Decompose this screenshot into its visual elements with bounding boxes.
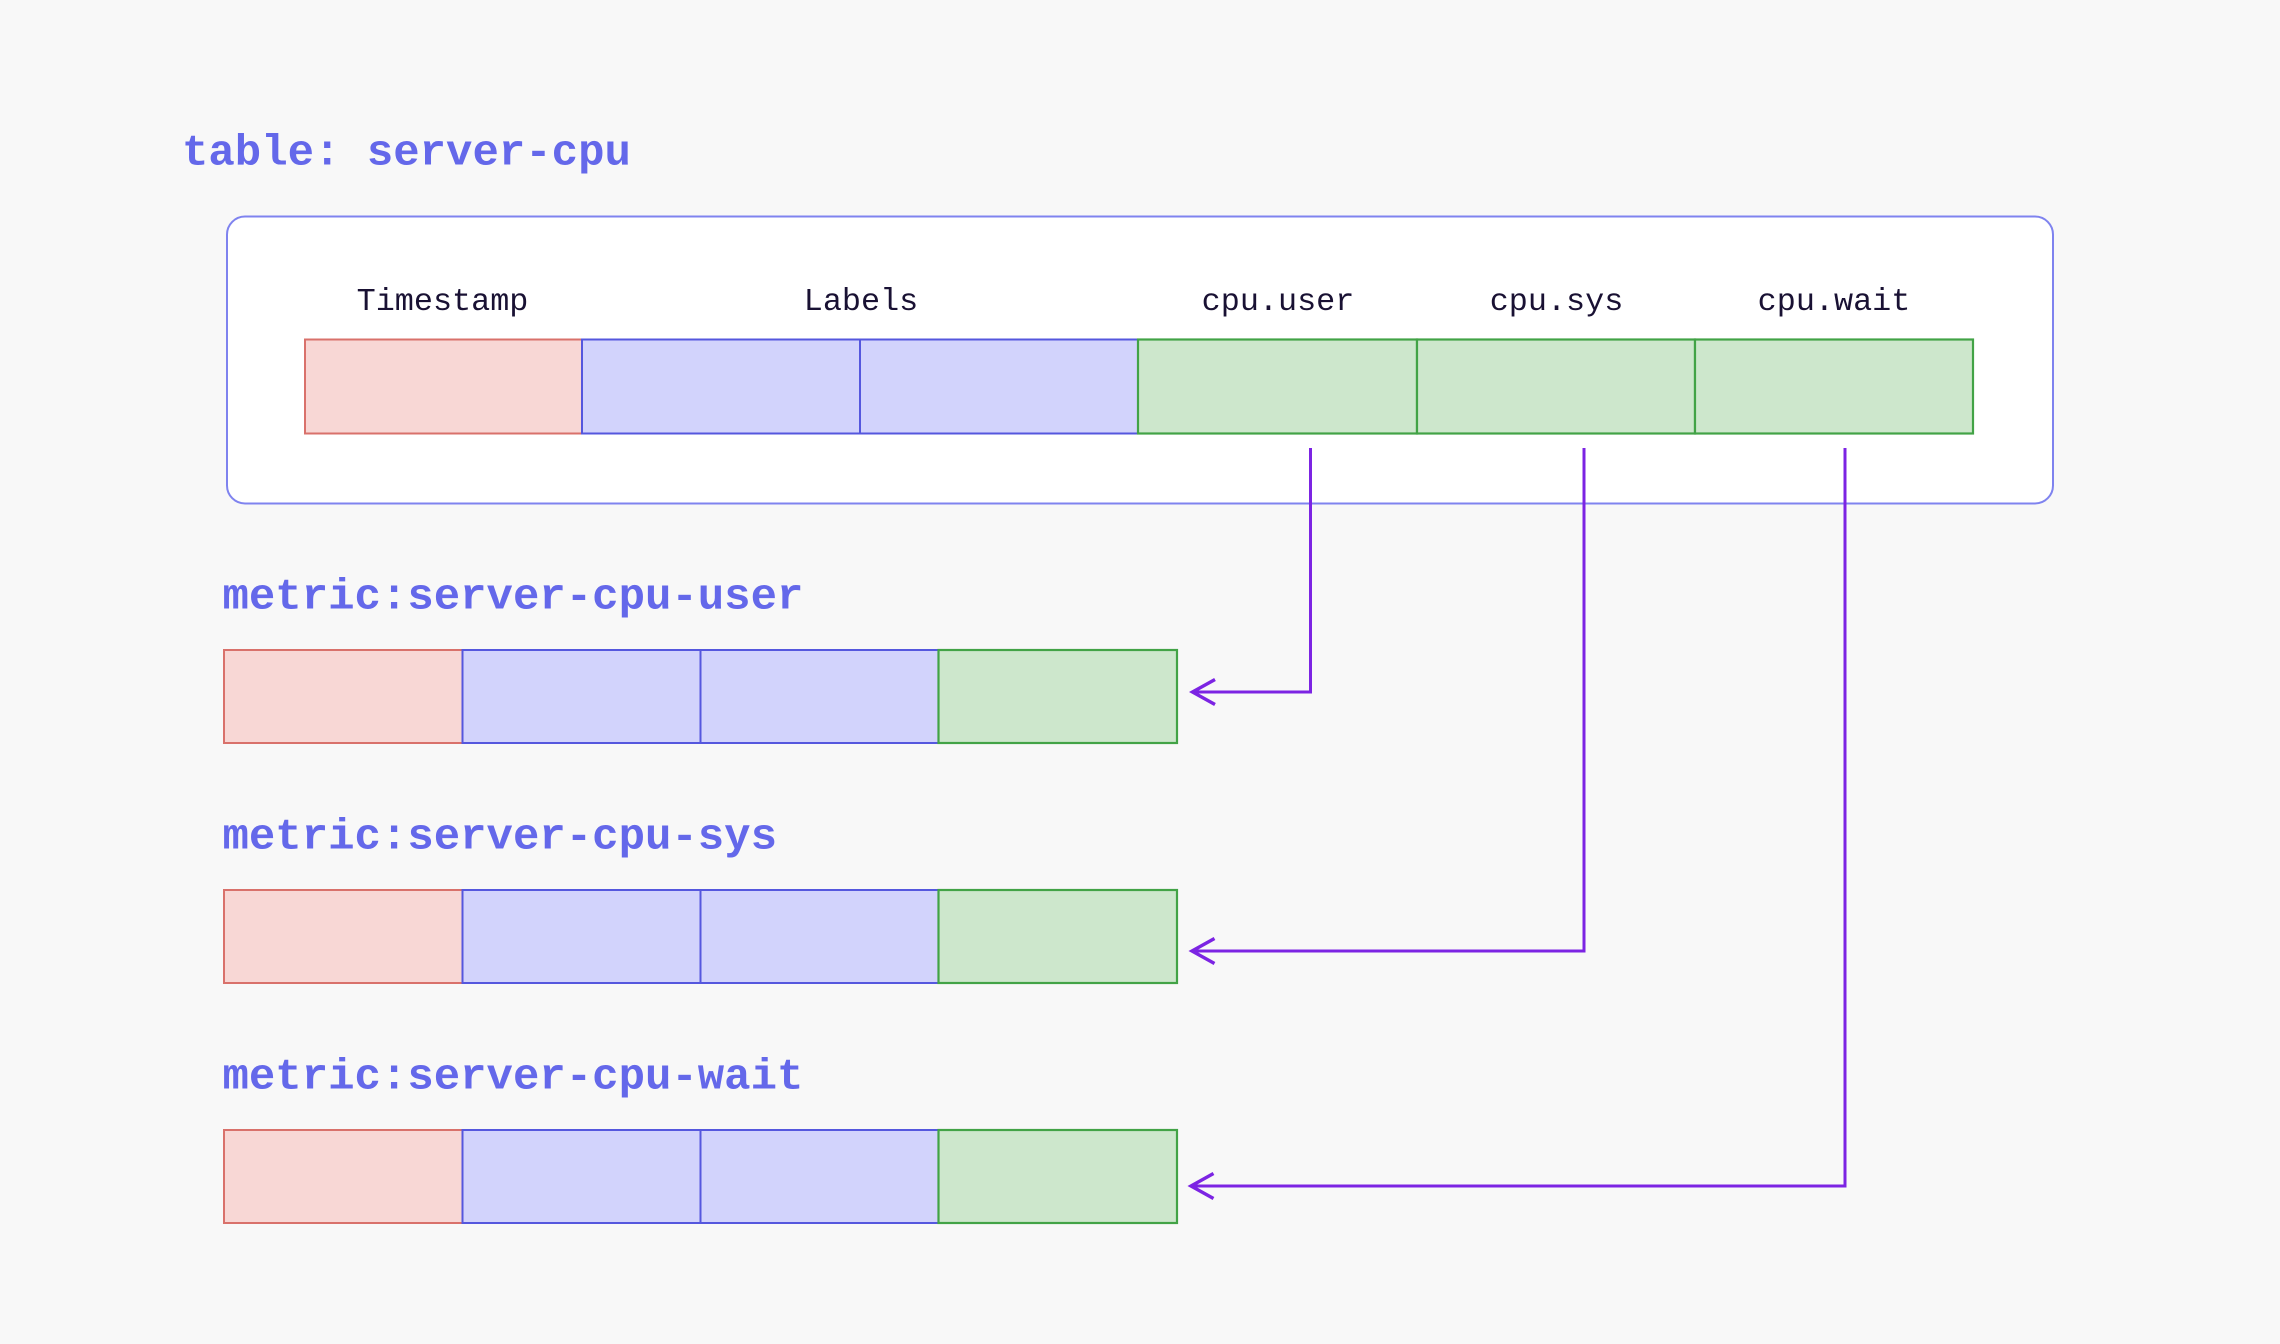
svg-text:Timestamp: Timestamp: [357, 284, 529, 320]
svg-text:table: server-cpu: table: server-cpu: [182, 129, 631, 179]
svg-text:cpu.sys: cpu.sys: [1490, 284, 1624, 320]
svg-text:metric:server-cpu-sys: metric:server-cpu-sys: [223, 813, 778, 863]
svg-text:cpu.user: cpu.user: [1202, 284, 1355, 320]
svg-text:Labels: Labels: [804, 284, 919, 320]
svg-text:cpu.wait: cpu.wait: [1758, 284, 1911, 320]
svg-text:metric:server-cpu-wait: metric:server-cpu-wait: [223, 1053, 804, 1103]
svg-text:metric:server-cpu-user: metric:server-cpu-user: [223, 573, 804, 623]
